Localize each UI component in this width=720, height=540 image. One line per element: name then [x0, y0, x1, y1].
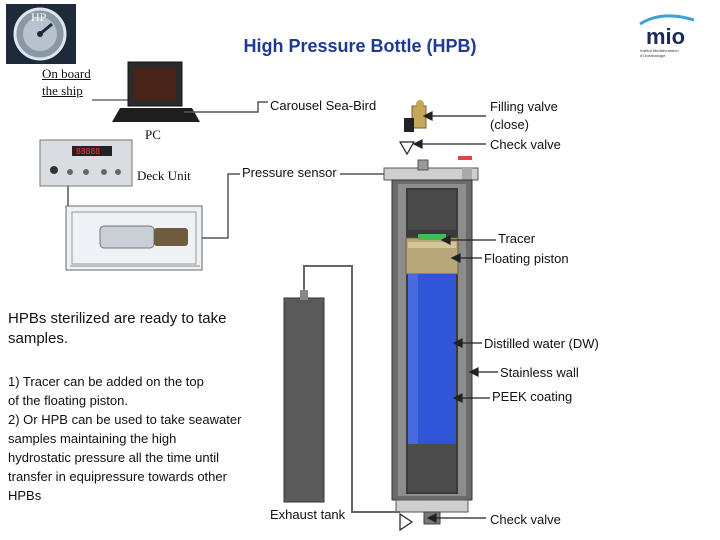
- step-line: HPBs: [8, 488, 42, 503]
- emblem-logo: [6, 4, 76, 64]
- cable-pc-carousel: [184, 101, 268, 113]
- laptop-pc: [92, 61, 200, 122]
- label-exhaust-tank: Exhaust tank: [270, 507, 346, 522]
- label-floating-piston: Floating piston: [484, 251, 569, 266]
- label-filling-valve-line2: (close): [490, 117, 530, 132]
- sterilized-line-1: HPBs sterilized are ready to take: [8, 310, 227, 327]
- page-title: High Pressure Bottle (HPB): [243, 36, 477, 56]
- check-valve-bottom-icon: [399, 512, 414, 532]
- label-tracer: Tracer: [498, 231, 536, 246]
- carousel-frame: [65, 205, 203, 271]
- hpb-cylinder: [383, 156, 479, 525]
- step-line: hydrostatic pressure all the time until: [8, 450, 219, 465]
- label-filling-valve-line1: Filling valve: [490, 99, 558, 114]
- step-line: of the floating piston.: [8, 393, 128, 408]
- label-stainless-wall: Stainless wall: [500, 365, 579, 380]
- label-pressure-sensor: Pressure sensor: [242, 165, 337, 180]
- label-check-valve-bottom: Check valve: [490, 512, 561, 527]
- label-onboard-line2: the ship: [42, 83, 83, 98]
- exhaust-tank: [283, 290, 325, 503]
- label-check-valve-top: Check valve: [490, 137, 561, 152]
- label-carousel: Carousel Sea-Bird: [270, 98, 377, 113]
- label-peek-coating: PEEK coating: [492, 389, 573, 404]
- emblem-text: HP: [31, 10, 47, 24]
- svg-text:88888: 88888: [76, 147, 100, 156]
- sterilized-line-2: samples.: [8, 330, 69, 347]
- steps-list: 1) Tracer can be added on the top of the…: [8, 372, 270, 505]
- step-line: samples maintaining the high: [8, 431, 177, 446]
- exhaust-line: [303, 265, 400, 513]
- mio-tagline-2: d'Océanologie: [640, 53, 666, 58]
- label-deck-unit: Deck Unit: [137, 168, 191, 183]
- filling-valve-icon: [404, 100, 427, 132]
- label-onboard-line1: On board: [42, 66, 91, 81]
- cable-carousel-hpb: [202, 173, 240, 239]
- step-line: transfer in equipressure towards other: [8, 469, 227, 484]
- label-pc: PC: [145, 127, 161, 142]
- check-valve-top-icon: [398, 141, 416, 156]
- step-line: 1) Tracer can be added on the top: [8, 374, 204, 389]
- pointer-arrows: [412, 111, 498, 523]
- mio-logo-text: mio: [646, 24, 686, 49]
- mio-tagline-1: Institut Méditerranéen: [640, 48, 679, 53]
- label-distilled-water: Distilled water (DW): [484, 336, 599, 351]
- step-line: 2) Or HPB can be used to take seawater: [8, 412, 242, 427]
- deck-unit: 88888: [39, 139, 133, 187]
- mio-logo: [636, 14, 698, 56]
